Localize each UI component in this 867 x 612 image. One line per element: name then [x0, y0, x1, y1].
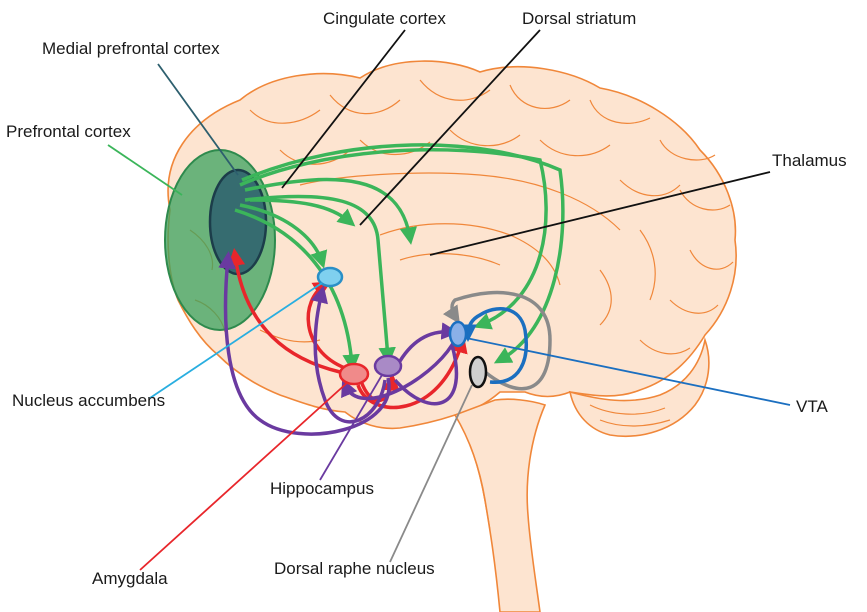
- medial-prefrontal-cortex-region: [210, 170, 266, 274]
- hippocampus-node: [375, 356, 401, 376]
- label-nucleus-accumbens: Nucleus accumbens: [12, 391, 165, 410]
- amygdala-node: [340, 364, 368, 384]
- label-dorsal-striatum: Dorsal striatum: [522, 9, 636, 28]
- label-thalamus: Thalamus: [772, 151, 847, 170]
- label-medial-prefrontal-cortex: Medial prefrontal cortex: [42, 39, 220, 58]
- dorsal-raphe-node: [470, 357, 486, 387]
- label-cingulate-cortex: Cingulate cortex: [323, 9, 446, 28]
- label-prefrontal-cortex: Prefrontal cortex: [6, 122, 131, 141]
- vta-node: [450, 322, 466, 346]
- label-amygdala: Amygdala: [92, 569, 168, 588]
- leader-amygdala: [140, 382, 348, 570]
- brainstem-shape: [455, 399, 545, 612]
- label-dorsal-raphe-nucleus: Dorsal raphe nucleus: [274, 559, 435, 578]
- label-hippocampus: Hippocampus: [270, 479, 374, 498]
- label-vta: VTA: [796, 397, 828, 416]
